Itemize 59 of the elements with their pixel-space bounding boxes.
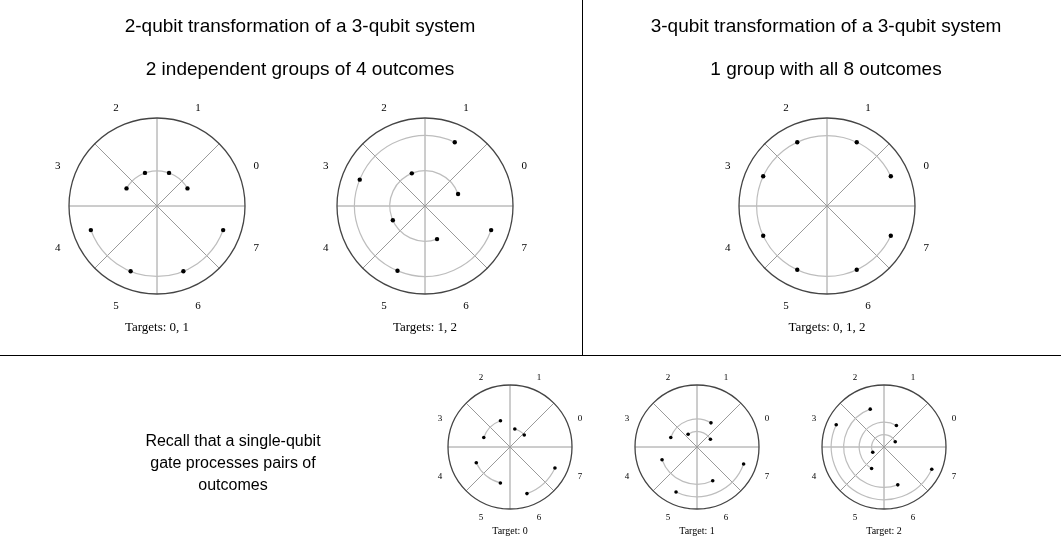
outcome-number: 4 [725, 241, 731, 253]
subheading: 2 independent groups of 4 outcomes [145, 59, 455, 78]
outcome-number: 2 [665, 372, 671, 382]
outcome-number: 5 [665, 512, 671, 522]
target-caption: Target: 0 [492, 526, 528, 537]
target-caption: Targets: 0, 1 [124, 319, 190, 333]
outcome-number: 7 [951, 471, 957, 481]
outcome-number: 1 [910, 372, 916, 382]
target-caption: Targets: 0, 1, 2 [788, 319, 866, 333]
outcome-number: 7 [253, 241, 259, 253]
outcome-number: 2 [783, 101, 789, 113]
outcome-number: 6 [723, 512, 729, 522]
outcome-number: 2 [478, 372, 484, 382]
outcome-number: 1 [865, 101, 871, 113]
outcome-number: 2 [381, 101, 387, 113]
outcome-number: 1 [195, 101, 201, 113]
outcome-number: 4 [624, 471, 630, 481]
outcome-number: 4 [437, 471, 443, 481]
heading: 3-qubit transformation of a 3-qubit system [650, 16, 1002, 35]
outcome-number: 1 [723, 372, 729, 382]
outcome-number: 5 [381, 299, 387, 311]
outcome-number: 6 [463, 299, 469, 311]
outcome-number: 4 [323, 241, 329, 253]
outcome-number: 0 [253, 159, 259, 171]
outcome-number: 7 [923, 241, 929, 253]
outcome-number: 7 [764, 471, 770, 481]
outcome-number: 6 [910, 512, 916, 522]
outcome-number: 5 [478, 512, 484, 522]
outcome-number: 3 [323, 159, 329, 171]
outcome-number: 2 [113, 101, 119, 113]
heading: 2-qubit transformation of a 3-qubit system [124, 16, 476, 35]
outcome-number: 5 [783, 299, 789, 311]
outcome-number: 2 [852, 372, 858, 382]
outcome-number: 1 [536, 372, 542, 382]
target-caption: Target: 2 [866, 526, 902, 537]
outcome-number: 0 [521, 159, 527, 171]
target-caption: Target: 1 [679, 526, 715, 537]
outcome-number: 6 [536, 512, 542, 522]
outcome-number: 0 [923, 159, 929, 171]
outcome-number: 5 [852, 512, 858, 522]
target-caption: Targets: 1, 2 [392, 319, 458, 333]
outcome-number: 4 [811, 471, 817, 481]
outcome-number: 0 [577, 413, 583, 423]
outcome-number: 7 [577, 471, 583, 481]
outcome-number: 3 [55, 159, 61, 171]
outcome-number: 3 [725, 159, 731, 171]
outcome-number: 0 [951, 413, 957, 423]
subheading: 1 group with all 8 outcomes [710, 59, 942, 78]
outcome-number: 3 [811, 413, 817, 423]
outcome-number: 7 [521, 241, 527, 253]
outcome-number: 5 [113, 299, 119, 311]
note-text: Recall that a single-qubit gate processes pairs of outcomes [144, 431, 322, 495]
outcome-number: 6 [865, 299, 871, 311]
outcome-number: 1 [463, 101, 469, 113]
outcome-number: 0 [764, 413, 770, 423]
outcome-number: 4 [55, 241, 61, 253]
outcome-number: 3 [624, 413, 630, 423]
outcome-number: 3 [437, 413, 443, 423]
outcome-number: 6 [195, 299, 201, 311]
